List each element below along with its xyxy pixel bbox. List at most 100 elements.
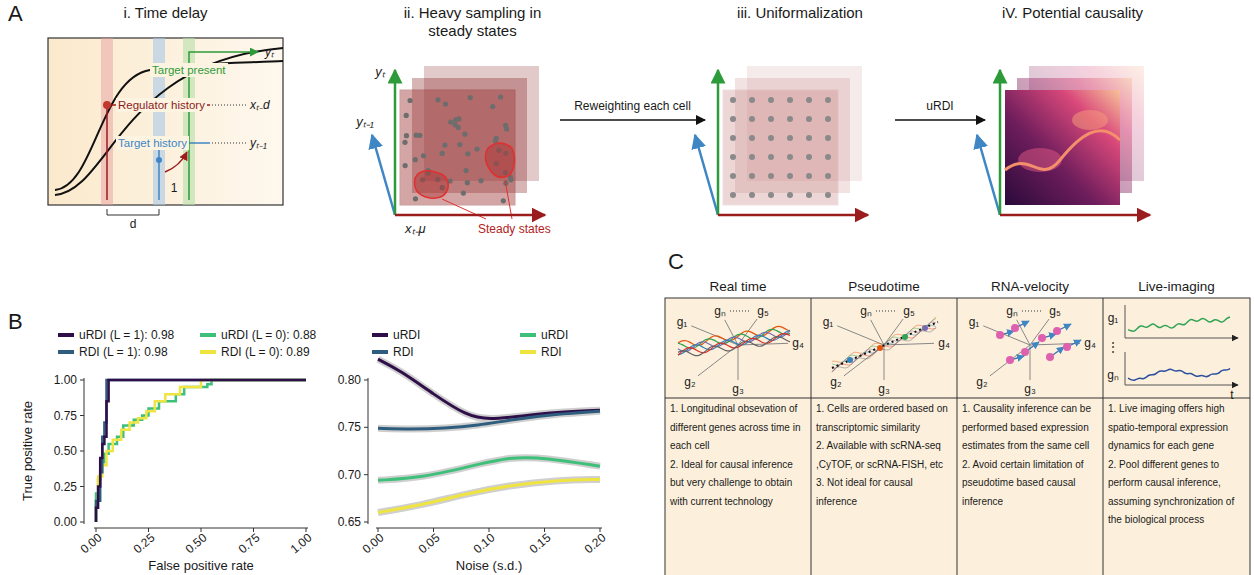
illustration-circle xyxy=(806,173,812,179)
illustration-circle xyxy=(443,101,448,106)
illustration-circle xyxy=(730,154,736,160)
legend-text: uRDI xyxy=(541,328,568,342)
illustration-line xyxy=(1000,214,1150,217)
illustration-rect xyxy=(400,90,515,205)
illustration-circle xyxy=(404,113,409,118)
gene-label: g₂ xyxy=(684,375,695,389)
gene-label: g₁ xyxy=(969,315,980,329)
illustration-line xyxy=(80,486,84,487)
illustration-line xyxy=(977,135,1000,215)
gene-label: g₂ xyxy=(976,375,987,389)
legend-swatch xyxy=(58,333,74,337)
legend-entry: RDI xyxy=(520,345,562,359)
illustration-circle xyxy=(787,97,793,103)
figure-label: xₜ₋d xyxy=(250,98,270,112)
uniform-illustration xyxy=(695,66,868,215)
illustration-circle xyxy=(749,173,755,179)
legend-swatch xyxy=(200,333,216,337)
illustration-path xyxy=(107,105,210,200)
illustration-line xyxy=(1125,338,1238,339)
column-note: 1. Causality inference can be performed … xyxy=(957,400,1103,456)
column-note: 2. Pool different genes to perform causa… xyxy=(1103,456,1250,530)
illustration-path xyxy=(832,319,936,366)
legend-swatch xyxy=(372,333,388,337)
gene-label: g₁ xyxy=(823,315,834,329)
illustration-circle xyxy=(404,133,409,138)
flow-arrow xyxy=(560,119,705,120)
illustration-path xyxy=(55,48,283,195)
gene-label: gₙ xyxy=(714,304,726,318)
figure-label: 0.15 xyxy=(526,531,553,557)
illustration-path xyxy=(378,479,600,512)
illustration-line xyxy=(80,522,84,523)
figure-label: Steady states xyxy=(478,222,551,236)
figure-label: 0.05 xyxy=(415,531,442,557)
illustration-ellipse xyxy=(1072,110,1108,130)
illustration-rect xyxy=(1005,90,1120,205)
illustration-line xyxy=(990,345,1030,376)
illustration-circle xyxy=(501,198,506,203)
illustration-circle xyxy=(730,97,736,103)
plot-axes xyxy=(84,378,602,528)
illustration-line xyxy=(1125,352,1126,385)
panel-node: ii. Heavy sampling in steady states xyxy=(385,4,560,236)
illustration-line xyxy=(811,298,812,575)
legend-text: RDI (L = 1): 0.98 xyxy=(79,345,168,359)
illustration-path xyxy=(96,380,306,522)
illustration-path xyxy=(678,330,790,355)
column-heading: Real time xyxy=(665,278,811,298)
arrow-label: Reweighting each cell xyxy=(572,99,693,113)
illustration-circle xyxy=(768,135,774,141)
panel-letter: B xyxy=(8,310,23,334)
illustration-rect xyxy=(665,298,1250,575)
arrow-label: uRDI xyxy=(924,99,955,113)
illustration-path xyxy=(378,458,600,481)
panel-letter: A xyxy=(8,2,23,26)
illustration-circle xyxy=(465,180,470,185)
illustration-circle xyxy=(503,123,508,128)
axis-ticks xyxy=(80,380,600,532)
illustration-line xyxy=(717,70,720,215)
illustration-circle xyxy=(103,101,111,109)
legend-text: uRDI xyxy=(393,328,420,342)
gene-label: g₁ xyxy=(677,315,688,329)
illustration-path xyxy=(378,359,600,418)
illustration-line xyxy=(837,326,884,345)
gene-label: gₙ xyxy=(860,304,872,318)
figure-label: True positive rate xyxy=(21,401,35,501)
figure-label: 0.75 xyxy=(235,531,262,557)
illustration-circle xyxy=(462,132,467,137)
figure-label: yₜ xyxy=(375,65,385,79)
legend-entry: RDI xyxy=(372,345,414,359)
illustration-line xyxy=(1030,319,1049,345)
illustration-line xyxy=(372,135,395,215)
panel-letter: C xyxy=(668,250,684,274)
causality-illustration xyxy=(977,66,1150,215)
illustration-circle xyxy=(787,192,793,198)
illustration-g xyxy=(402,94,513,203)
illustration-line xyxy=(395,214,545,217)
illustration-line xyxy=(1125,305,1126,338)
illustration-circle xyxy=(806,154,812,160)
figure-label: 0.00 xyxy=(360,531,387,557)
illustration-circle xyxy=(468,95,473,100)
illustration-path xyxy=(1128,317,1230,331)
illustration-line xyxy=(738,345,739,380)
illustration-circle xyxy=(474,146,479,151)
gene-label: g₃ xyxy=(732,382,744,396)
illustration-line xyxy=(80,380,84,381)
figure-label: 0.75 xyxy=(338,420,361,434)
figure-label: 0.00 xyxy=(54,515,77,529)
illustration-line xyxy=(884,345,885,380)
illustration-circle xyxy=(414,133,419,138)
illustration-circle xyxy=(730,116,736,122)
illustration-line xyxy=(999,70,1002,215)
legend-swatch xyxy=(520,350,536,354)
panel-title: i. Time delay xyxy=(51,4,281,22)
time-delay-illustration xyxy=(48,38,283,215)
illustration-circle xyxy=(806,97,812,103)
illustration-circle xyxy=(1021,348,1029,356)
figure-label: 1 xyxy=(171,181,178,195)
